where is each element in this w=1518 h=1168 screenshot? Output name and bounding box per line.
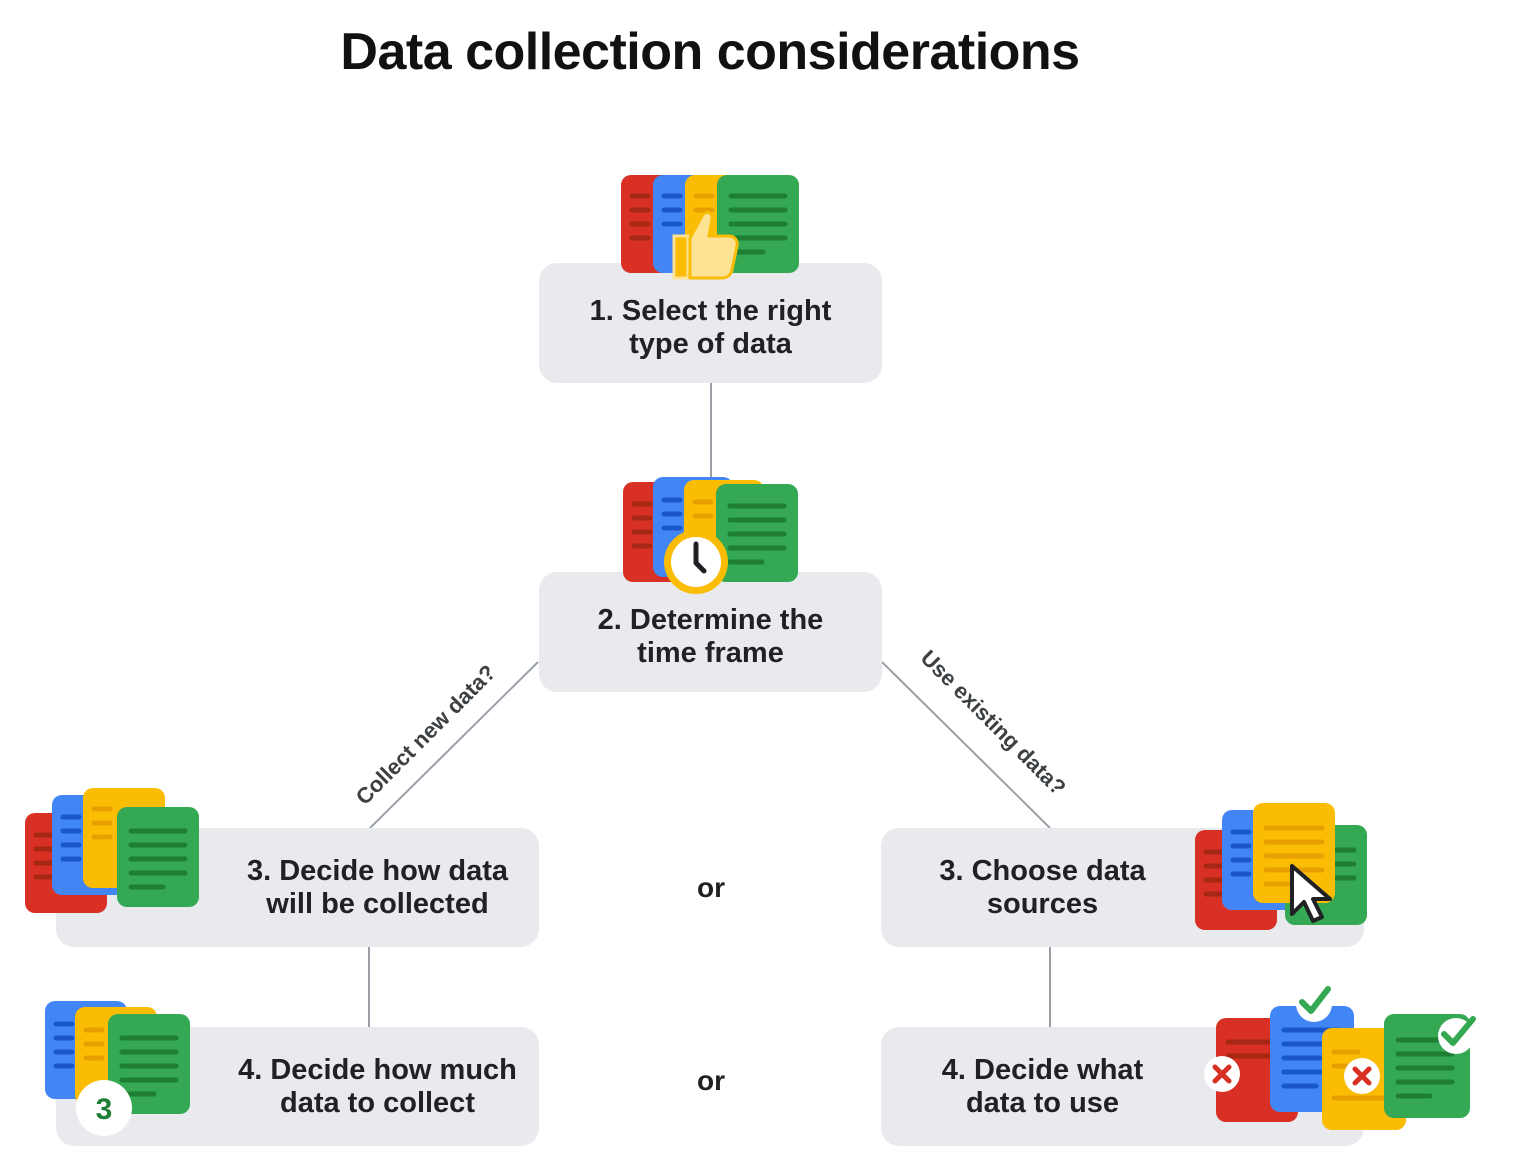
step-1-box: 1. Select the right type of data (539, 263, 882, 383)
documents-stack-icon (25, 788, 199, 913)
documents-cursor-icon (1195, 803, 1367, 930)
step-4-left-label: 4. Decide how much data to collect (238, 1053, 517, 1119)
or-label-top: or (697, 872, 725, 903)
documents-thumbs-up-icon (621, 175, 799, 280)
connector-2-right (881, 661, 1051, 829)
step-4-right-label: 4. Decide what data to use (941, 1053, 1144, 1119)
badge-number: 3 (96, 1093, 113, 1126)
documents-check-x-icon (1204, 986, 1476, 1130)
step-1-label: 1. Select the right type of data (589, 295, 832, 360)
connector-2-left (369, 661, 539, 829)
step-2-label: 2. Determine the time frame (597, 604, 824, 669)
step-3-left-label: 3. Decide how data will be collected (246, 854, 509, 920)
step-3-right-label: 3. Choose data sources (939, 854, 1146, 920)
or-label-bottom: or (697, 1065, 725, 1096)
page-title: Data collection considerations (340, 23, 1080, 81)
documents-clock-icon (623, 477, 798, 594)
step-2-box: 2. Determine the time frame (539, 572, 882, 692)
documents-number-badge-icon: 3 (45, 1001, 190, 1136)
